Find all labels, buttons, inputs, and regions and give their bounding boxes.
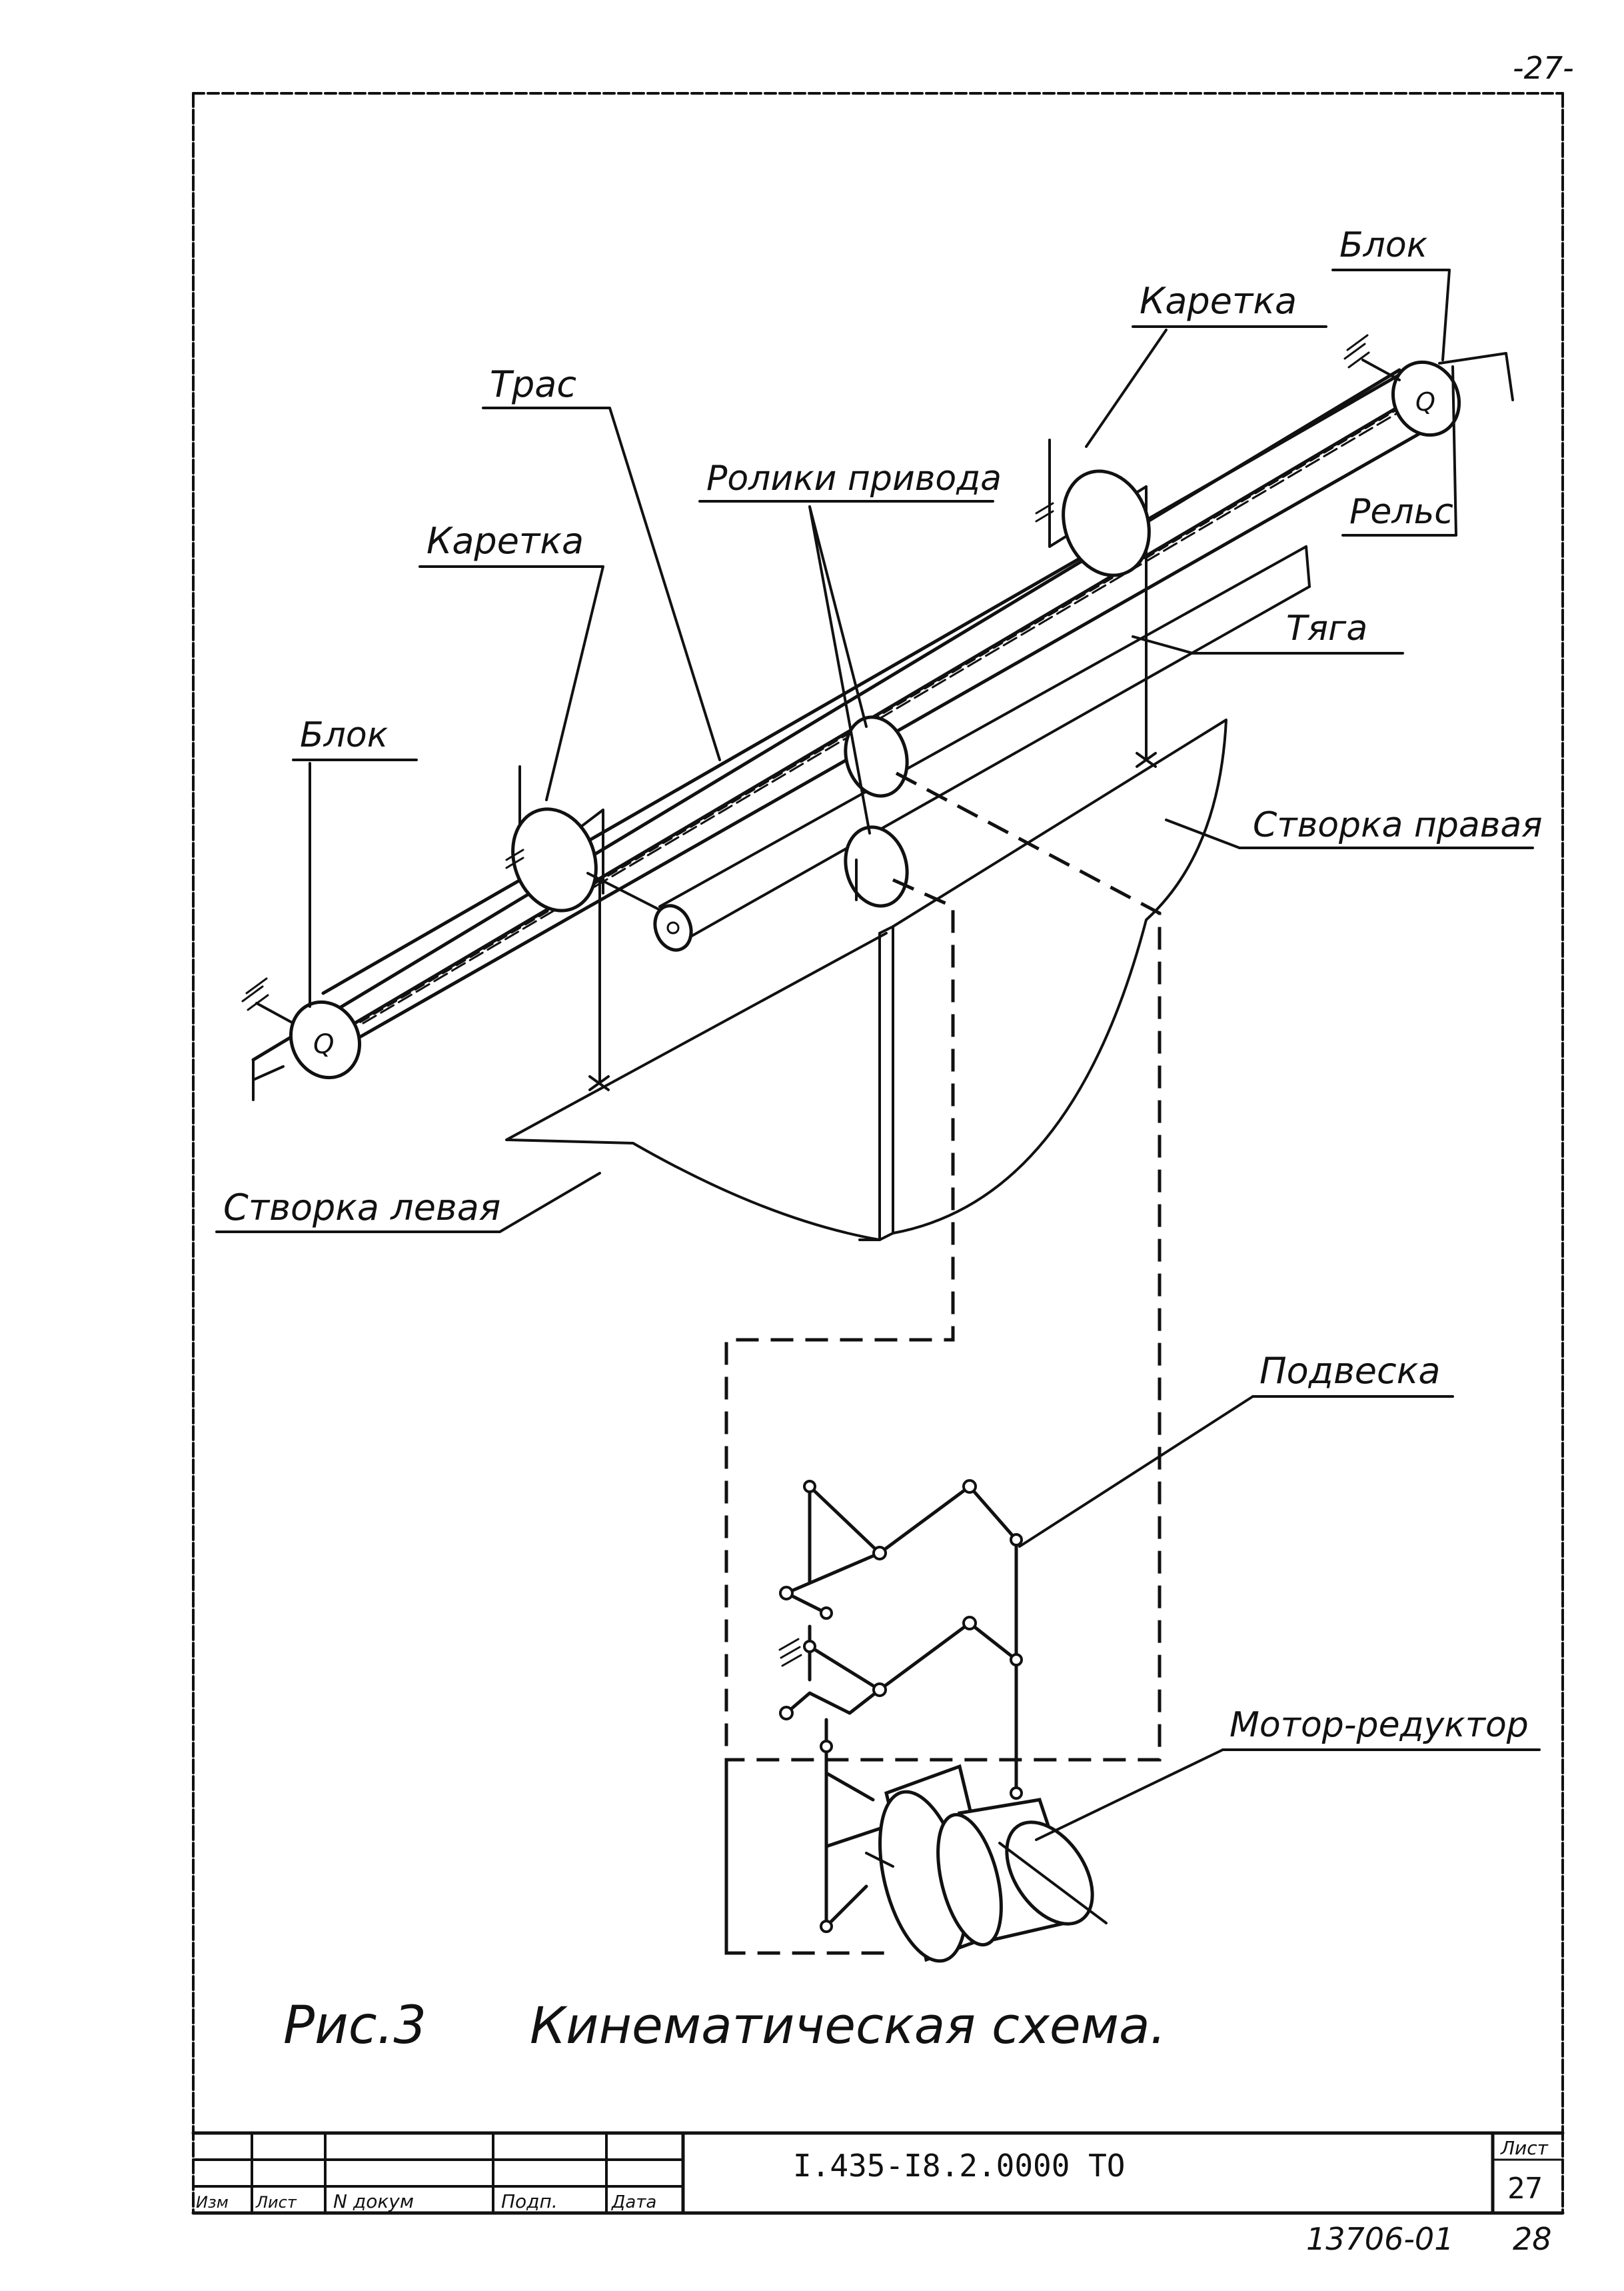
document-designation: I.435-I8.2.0000 ТО (793, 2148, 1126, 2184)
label-motor-reducer: Мотор-редуктор (1229, 1705, 1529, 1745)
col-date: Дата (611, 2192, 656, 2212)
label-cable: Трас (490, 363, 576, 405)
block-left: Q (241, 977, 362, 1080)
kinematic-mechanism: Q Q (241, 334, 1514, 1963)
sheet-label: Лист (1500, 2137, 1549, 2159)
motor-reducer (865, 1764, 1108, 1963)
archive-number: 13706-01 (1306, 2221, 1453, 2257)
rod-end-pulley (653, 904, 693, 952)
label-suspension: Подвеска (1259, 1350, 1440, 1392)
label-right-sash: Створка правая (1253, 805, 1543, 845)
col-doc-number: N докум (333, 2190, 414, 2212)
drawing-frame (192, 92, 1564, 2214)
col-list: Лист (255, 2193, 297, 2212)
label-carriage-left: Каретка (426, 520, 584, 562)
suspension-linkage (778, 1479, 1023, 1933)
block-right-glyph: Q (1415, 387, 1435, 417)
carriage-right (1035, 439, 1151, 577)
block-left-glyph: Q (313, 1029, 334, 1060)
figure-number: Рис.3 (283, 1996, 426, 2056)
carriage-left (505, 765, 668, 915)
col-signature: Подп. (501, 2190, 558, 2212)
labels: Блок Каретка Трас Ролики привода Рельс К… (215, 225, 1543, 1841)
right-sash (878, 719, 1227, 1241)
label-rail: Рельс (1349, 492, 1453, 532)
drive-rollers (844, 715, 909, 908)
title-block: I.435-I8.2.0000 ТО Лист 27 Изм Лист N до… (191, 2131, 1565, 2215)
label-carriage-right: Каретка (1140, 280, 1297, 322)
sheet-number: 27 (1507, 2172, 1543, 2206)
label-rod: Тяга (1286, 609, 1367, 649)
bottom-page-number: 28 (1513, 2221, 1552, 2257)
label-left-sash: Створка левая (223, 1186, 500, 1228)
label-block-left: Блок (300, 715, 389, 755)
block-right: Q (1343, 334, 1461, 437)
figure-title: Кинематическая схема. (530, 1996, 1166, 2055)
top-page-number: -27- (1513, 50, 1574, 86)
left-sash (505, 932, 888, 1241)
label-block-right: Блок (1339, 225, 1428, 265)
label-drive-rollers: Ролики привода (706, 459, 1002, 499)
col-izm: Изм (196, 2193, 229, 2212)
drive-rod (658, 545, 1311, 948)
drive-dashed-links (724, 771, 1162, 1955)
